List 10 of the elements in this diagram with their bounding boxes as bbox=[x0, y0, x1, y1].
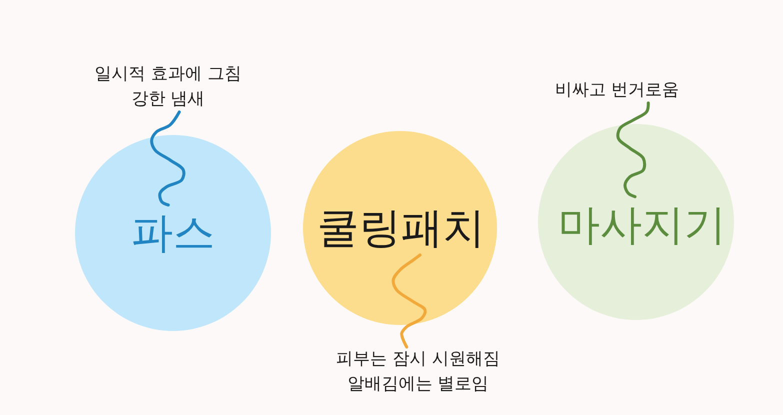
note-text: 피부는 잠시 시원해짐 bbox=[336, 348, 500, 371]
category-label: 쿨링패치 bbox=[317, 204, 485, 252]
note-text: 비싸고 번거로움 bbox=[554, 79, 680, 102]
leader-line bbox=[616, 102, 650, 198]
note-text: 알배김에는 별로임 bbox=[347, 373, 489, 396]
category-label: 파스 bbox=[131, 210, 215, 256]
note-text: 일시적 효과에 그침 bbox=[94, 63, 242, 86]
note-text: 강한 냄새 bbox=[131, 88, 205, 111]
leader-line bbox=[150, 110, 186, 206]
category-label: 마사지기 bbox=[558, 202, 726, 248]
